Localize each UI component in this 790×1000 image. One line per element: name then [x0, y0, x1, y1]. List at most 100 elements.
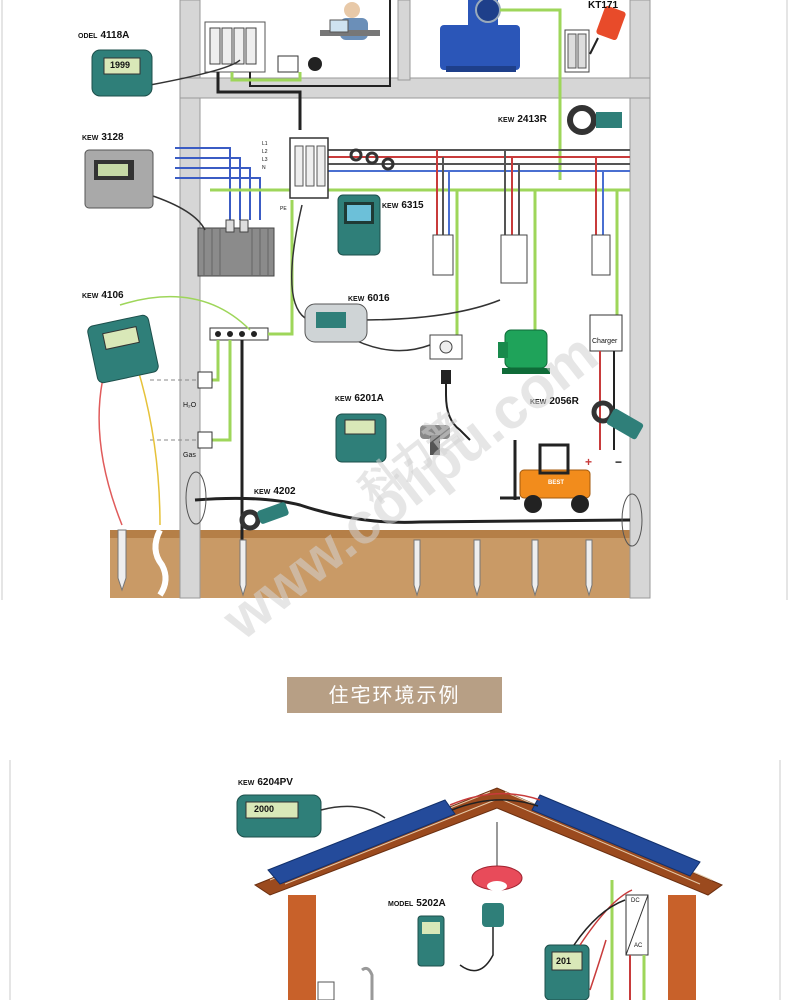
label-charger: Charger: [592, 338, 618, 345]
office-outlet-round: [308, 57, 322, 71]
office-return-wire: [249, 0, 391, 87]
solar-panel-left: [267, 799, 456, 885]
left-earth-entry: [185, 471, 207, 525]
pump-pe-wire: [500, 8, 562, 180]
label-dc: DC: [631, 898, 640, 904]
office-breakers: [209, 27, 257, 65]
meter-6204pv: [236, 794, 322, 838]
transformer: [197, 219, 275, 277]
label-ac: AC: [634, 943, 643, 949]
clamps-6315: [349, 148, 395, 171]
charger-box: [589, 314, 623, 352]
label-water: H₂O: [183, 402, 197, 409]
clamp-4202: [239, 502, 289, 531]
meter-6016: [304, 303, 368, 343]
house-right-wall: [668, 895, 696, 1000]
house-roof: [253, 787, 724, 896]
label-l3: L3: [262, 157, 268, 163]
meter-4118a-reading: 1999: [110, 60, 131, 70]
lead-6204pv: [320, 805, 386, 819]
plug: [441, 370, 451, 384]
meter-6201a: [335, 413, 387, 463]
motor: [498, 329, 550, 374]
pv-wire-black: [451, 799, 539, 811]
multimeter-red-lead: [579, 889, 633, 946]
device-label-kt171: KT171: [588, 0, 619, 11]
label-l1: L1: [262, 141, 268, 147]
water-pipe-clamp: [197, 371, 213, 389]
office-pe-wire: [230, 72, 302, 82]
multimeter-probe-red: [589, 939, 607, 991]
multimeter-bottom: [544, 944, 590, 1000]
building-right-wall: [629, 0, 651, 599]
gas-bond: [205, 340, 232, 442]
clamp-5202a: [482, 903, 504, 927]
right-earth-entry: [621, 493, 643, 547]
ground-top: [110, 530, 638, 538]
drill: [420, 425, 450, 455]
lead-6016-up: [291, 204, 306, 319]
multimeter-black-lead: [573, 899, 626, 946]
solar-panel-right: [531, 794, 701, 877]
wall-socket-face: [439, 340, 453, 354]
incoming-phases: [175, 147, 292, 220]
inverter-diagonal: [625, 894, 649, 956]
meter-3128: [84, 149, 154, 209]
desk-lamp: [361, 966, 374, 1000]
distribution-breakers: [294, 145, 326, 187]
multimeter-reading: 201: [556, 956, 572, 966]
meter-4118a: [91, 49, 153, 97]
lead-5202a: [459, 927, 494, 972]
meter-6204pv-reading: 2000: [254, 804, 275, 814]
label-minus: −: [615, 455, 623, 469]
pe-riser: [268, 200, 294, 336]
house-socket: [317, 981, 335, 1000]
gas-pipe-clamp: [197, 431, 213, 449]
lead-4106-green: [119, 295, 251, 331]
lamp-bulb: [487, 881, 507, 891]
clamp-2413r: [567, 105, 622, 135]
earth-rods: [117, 529, 593, 597]
upper-right-breakers: [564, 29, 590, 73]
kt171-tester: [589, 5, 626, 55]
label-pe: PE: [280, 206, 287, 212]
label-plus: +: [585, 455, 593, 469]
meter-5202a: [417, 915, 445, 967]
pv-wire-red: [449, 792, 541, 806]
clamp-2056r: [591, 400, 644, 440]
auxiliary-probe-cord: [152, 528, 169, 597]
ring-earth-conductor: [194, 496, 631, 524]
lead-3128: [149, 194, 206, 231]
branch-breakers: [432, 234, 611, 284]
industrial-pump: [440, 0, 520, 72]
office-worker: [320, 2, 380, 40]
section-title: 住宅环境示例: [287, 677, 502, 713]
label-l2: L2: [262, 149, 268, 155]
office-feed-wire: [216, 72, 302, 130]
plug-cord: [445, 370, 471, 441]
forklift: [500, 440, 591, 513]
house-left-wall: [288, 895, 316, 1000]
meter-6315: [337, 194, 381, 256]
forklift-label: BEST: [548, 480, 565, 486]
upper-partition: [397, 0, 411, 81]
office-socket: [277, 55, 299, 73]
label-gas: Gas: [183, 452, 196, 459]
meter-4106: [87, 314, 159, 384]
lead-6016-right: [359, 299, 501, 321]
label-n: N: [262, 165, 266, 171]
branch-drops: [436, 150, 619, 350]
main-busbar: [292, 149, 630, 192]
